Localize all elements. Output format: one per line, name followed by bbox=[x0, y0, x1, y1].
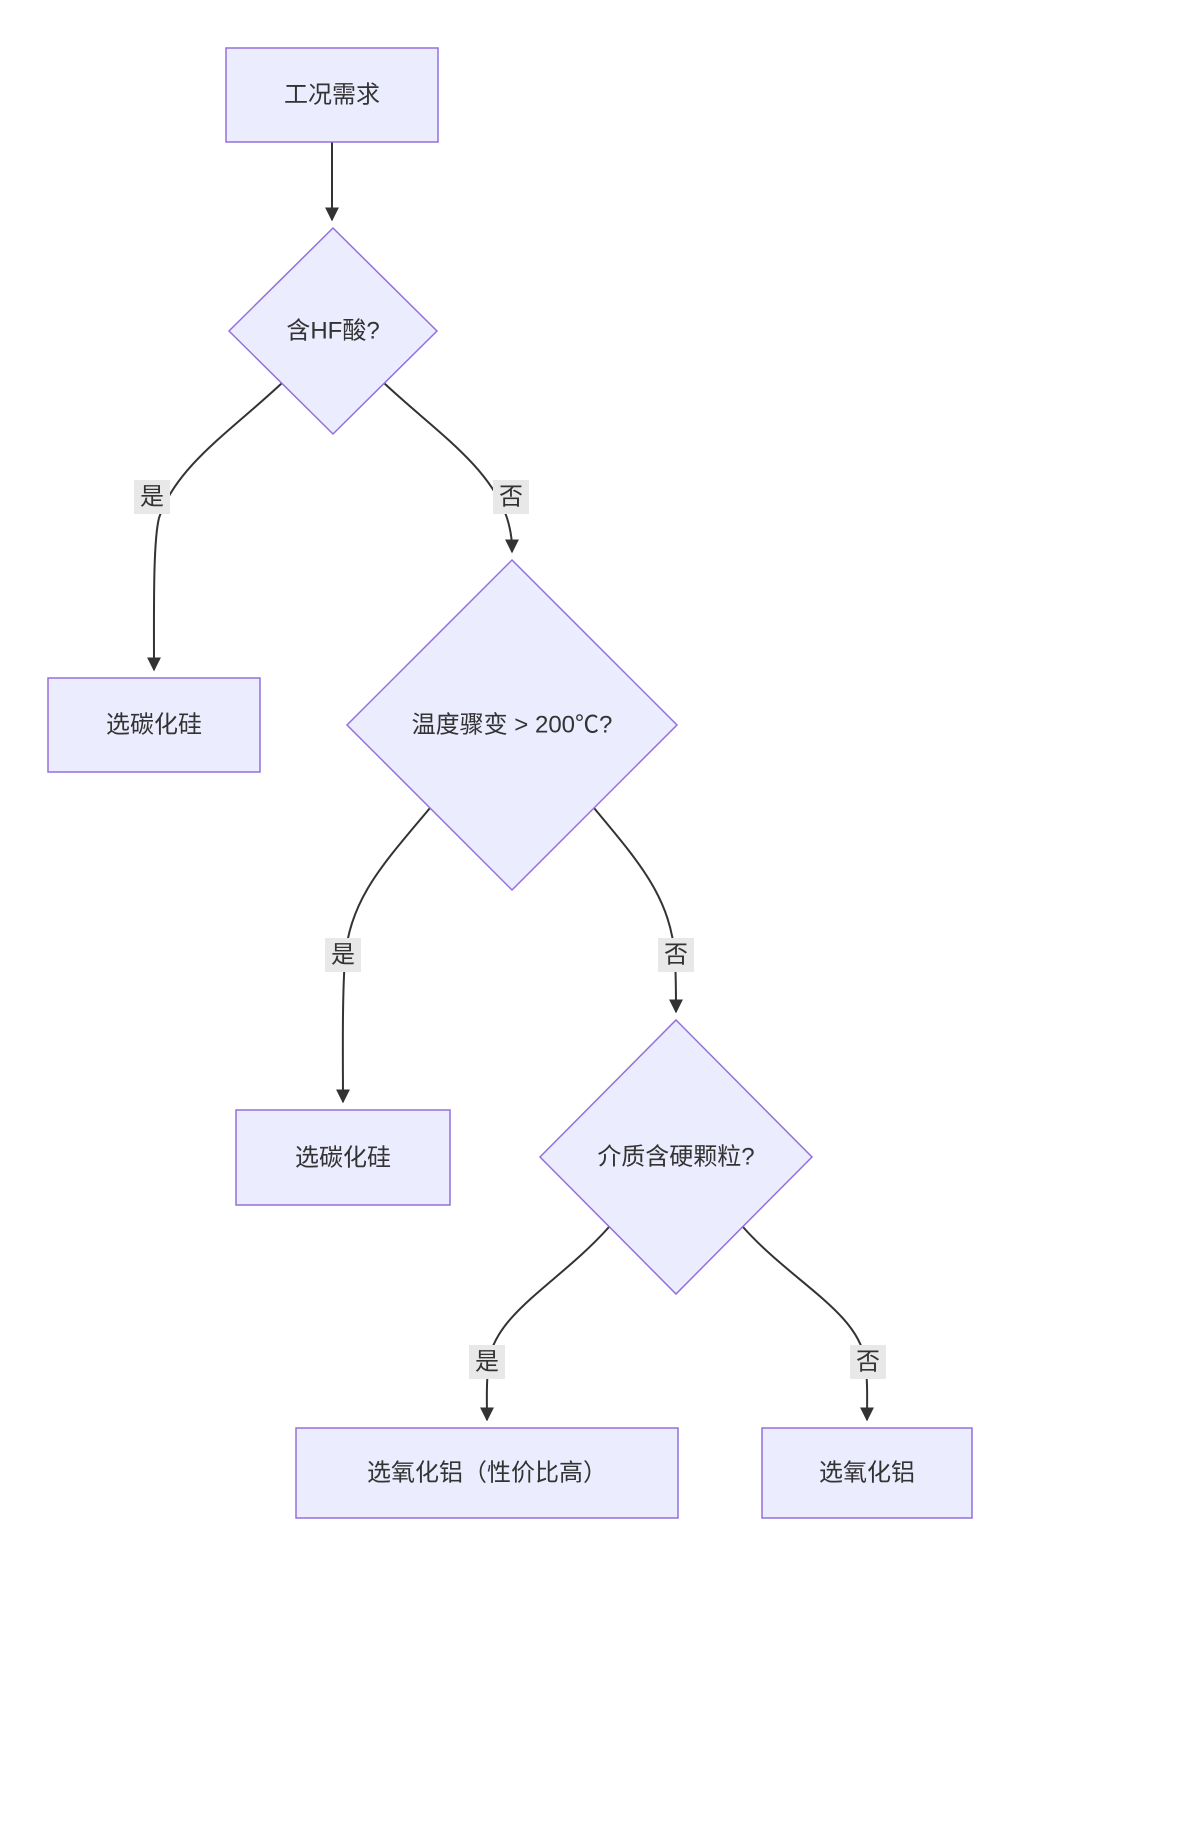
edge-label-hf-yes: 是 bbox=[134, 480, 170, 514]
result-silicon-carbide-2-shape bbox=[235, 1109, 451, 1206]
edge-label-hf-no: 否 bbox=[493, 480, 529, 514]
edge-label-bg bbox=[134, 480, 170, 514]
result-silicon-carbide-1-label: 选碳化硅 bbox=[106, 712, 202, 739]
edge-label-bg bbox=[850, 1345, 886, 1379]
node-start-shape bbox=[225, 47, 439, 143]
edge-label-text: 是 bbox=[475, 1349, 499, 1376]
result-alumina-label: 选氧化铝 bbox=[819, 1460, 915, 1487]
edge-label-text: 否 bbox=[856, 1349, 880, 1376]
decision-hf-acid: 含HF酸? bbox=[227, 226, 439, 436]
edge-label-text: 是 bbox=[331, 942, 355, 969]
edge-particles-yes bbox=[479, 1226, 610, 1422]
edge-label-group: 是 否 是 否 是 否 bbox=[134, 480, 886, 1379]
edge-label-bg bbox=[325, 938, 361, 972]
result-alumina-cost-effective-label: 选氧化铝（性价比高） bbox=[367, 1460, 607, 1487]
result-alumina: 选氧化铝 bbox=[761, 1427, 973, 1519]
result-alumina-cost-effective-shape bbox=[295, 1427, 679, 1519]
decision-temp-shock-label: 温度骤变 > 200℃? bbox=[412, 712, 613, 739]
result-silicon-carbide-1: 选碳化硅 bbox=[47, 677, 261, 773]
node-start: 工况需求 bbox=[225, 47, 439, 143]
edge-label-bg bbox=[469, 1345, 505, 1379]
edge-hf-no bbox=[383, 382, 519, 554]
edge-label-text: 否 bbox=[664, 942, 688, 969]
edge-temp-no bbox=[593, 807, 683, 1014]
edge-label-text: 是 bbox=[140, 484, 164, 511]
edge-hf-yes bbox=[146, 382, 283, 672]
decision-hard-particles: 介质含硬颗粒? bbox=[538, 1018, 814, 1296]
result-silicon-carbide-2-label: 选碳化硅 bbox=[295, 1145, 391, 1172]
edge-label-particles-yes: 是 bbox=[469, 1345, 505, 1379]
decision-hard-particles-shape bbox=[538, 1018, 814, 1296]
result-silicon-carbide-1-shape bbox=[47, 677, 261, 773]
edge-label-text: 否 bbox=[499, 484, 523, 511]
node-group: 工况需求 含HF酸? 选碳化硅 温度骤变 > 200℃? 选碳化硅 介质含硬颗粒 bbox=[47, 47, 973, 1519]
decision-hf-acid-shape bbox=[227, 226, 439, 436]
result-alumina-shape bbox=[761, 1427, 973, 1519]
decision-hard-particles-label: 介质含硬颗粒? bbox=[597, 1144, 754, 1171]
result-alumina-cost-effective: 选氧化铝（性价比高） bbox=[295, 1427, 679, 1519]
edge-label-particles-no: 否 bbox=[850, 1345, 886, 1379]
decision-temp-shock: 温度骤变 > 200℃? bbox=[345, 558, 679, 892]
result-silicon-carbide-2: 选碳化硅 bbox=[235, 1109, 451, 1206]
edge-label-bg bbox=[658, 938, 694, 972]
edge-label-temp-no: 否 bbox=[658, 938, 694, 972]
edge-particles-no bbox=[742, 1226, 875, 1422]
node-start-label: 工况需求 bbox=[284, 82, 380, 109]
edge-label-temp-yes: 是 bbox=[325, 938, 361, 972]
decision-hf-acid-label: 含HF酸? bbox=[286, 318, 379, 345]
decision-temp-shock-shape bbox=[345, 558, 679, 892]
edge-label-bg bbox=[493, 480, 529, 514]
